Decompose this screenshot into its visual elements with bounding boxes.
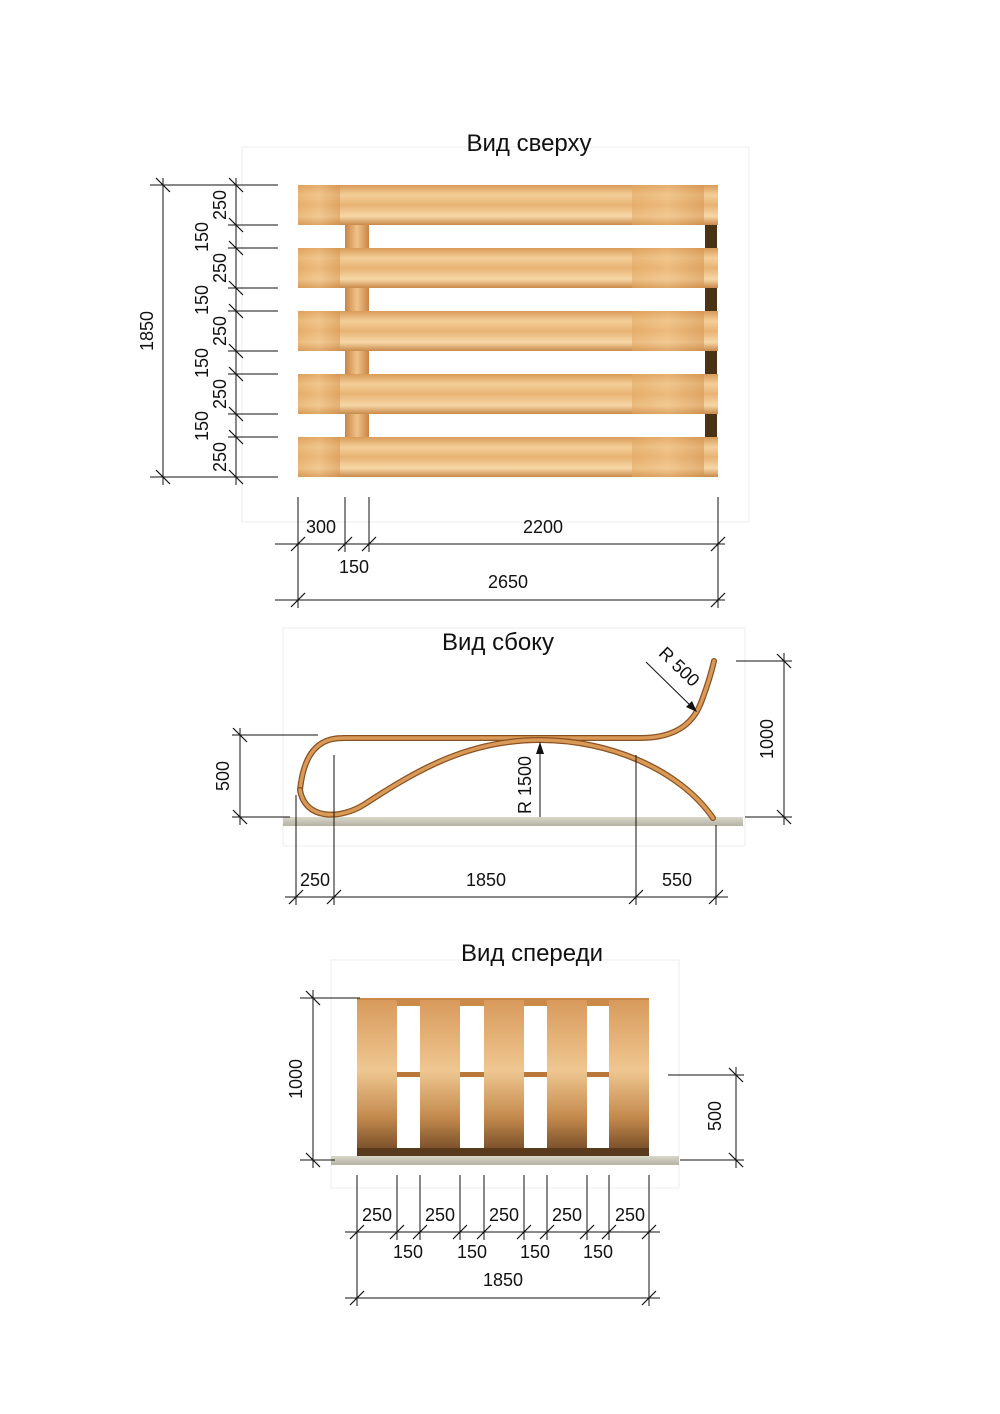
front-slat-2 [420, 1000, 460, 1156]
top-dim-300-label: 300 [306, 517, 336, 537]
front-slat-1 [357, 1000, 397, 1156]
top-view-length-dimensions: 300 150 2200 2650 [275, 497, 726, 608]
front-slat-width-label-3: 250 [489, 1205, 519, 1225]
side-view-title: Вид сбоку [442, 629, 554, 656]
top-dim-2200-label: 2200 [523, 517, 563, 537]
top-view: Вид сверху [137, 130, 750, 608]
top-view-title: Вид сверху [467, 130, 592, 157]
top-gap-width-label-4: 150 [192, 411, 212, 441]
side-height-right-label: 1000 [757, 719, 777, 759]
side-view: Вид сбоку R 1500 R 500 500 [213, 627, 792, 905]
front-slat-3 [484, 1000, 524, 1156]
top-gap-width-label-3: 150 [192, 348, 212, 378]
side-dim-550-label: 550 [662, 870, 692, 890]
front-view-title: Вид спереди [461, 940, 603, 967]
front-slat-width-label-1: 250 [362, 1205, 392, 1225]
front-slat-5 [609, 1000, 649, 1156]
side-dim-1850-label: 1850 [466, 870, 506, 890]
front-height-mid-label: 500 [705, 1101, 725, 1131]
side-length-dimensions: 250 1850 550 [285, 755, 728, 905]
front-slat-4 [547, 1000, 587, 1156]
top-slat-width-label-3: 250 [210, 316, 230, 346]
front-view: Вид спереди 1000 500 [286, 940, 744, 1306]
front-slat-width-label-5: 250 [615, 1205, 645, 1225]
top-dim-2650-label: 2650 [488, 572, 528, 592]
top-view-frame [241, 146, 750, 523]
front-height-dimensions: 1000 500 [286, 990, 744, 1168]
front-gap-width-label-1: 150 [393, 1242, 423, 1262]
front-gap-width-label-2: 150 [457, 1242, 487, 1262]
front-gap-width-label-3: 150 [520, 1242, 550, 1262]
top-slat-width-label-4: 250 [210, 379, 230, 409]
top-slat-width-label-2: 250 [210, 253, 230, 283]
side-height-dimensions: 500 1000 [213, 653, 792, 825]
side-radius-small-label: R 500 [655, 643, 703, 691]
side-radius-large-label: R 1500 [515, 756, 535, 814]
side-profile-curve [297, 658, 717, 821]
top-height-total-label: 1850 [137, 311, 157, 351]
front-height-total-label: 1000 [286, 1059, 306, 1099]
front-gap-width-label-4: 150 [583, 1242, 613, 1262]
side-dim-250-label: 250 [300, 870, 330, 890]
side-view-frame [282, 627, 746, 847]
top-view-height-dimensions: 1850 250 150 250 150 250 150 250 150 250 [137, 177, 278, 485]
top-dim-150-label: 150 [339, 557, 369, 577]
front-view-frame [330, 959, 680, 1189]
top-view-structure [298, 185, 718, 477]
front-slat-width-label-4: 250 [552, 1205, 582, 1225]
top-slats [298, 185, 718, 477]
front-structure [357, 998, 649, 1156]
top-gap-width-label-1: 150 [192, 222, 212, 252]
front-width-total-label: 1850 [483, 1270, 523, 1290]
side-height-left-label: 500 [213, 761, 233, 791]
front-width-dimensions: 250 250 250 250 250 150 150 150 150 1850 [345, 1175, 660, 1306]
front-slat-width-label-2: 250 [425, 1205, 455, 1225]
side-ground [283, 817, 743, 826]
top-slat-width-label-1: 250 [210, 190, 230, 220]
top-slat-width-label-5: 250 [210, 442, 230, 472]
top-gap-width-label-2: 150 [192, 285, 212, 315]
front-ground [331, 1156, 679, 1165]
